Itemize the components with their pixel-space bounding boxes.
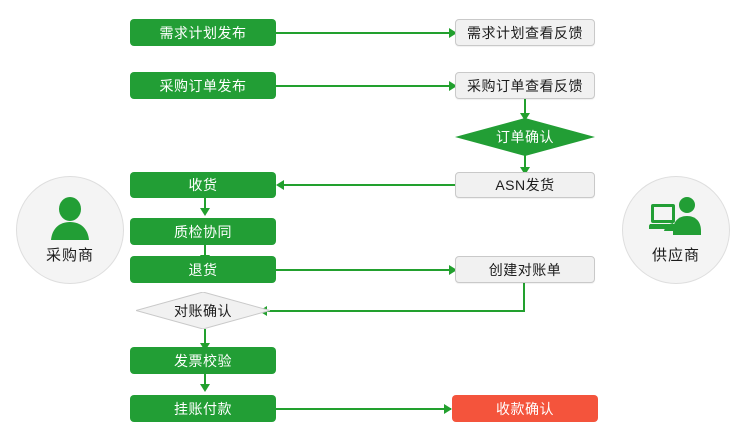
node-invoice-verify[interactable]: 发票校验 xyxy=(130,347,276,374)
edge-po-publish xyxy=(276,85,456,87)
node-statement-confirm[interactable]: 对账确认 xyxy=(136,292,270,329)
edge-confirm-to-invoice xyxy=(204,329,206,347)
edge-invoice-to-payment xyxy=(204,374,206,388)
node-label: 需求计划查看反馈 xyxy=(467,24,583,41)
node-label: 采购订单查看反馈 xyxy=(467,77,583,94)
node-pending-payment[interactable]: 挂账付款 xyxy=(130,395,276,422)
person-icon xyxy=(43,196,97,242)
actor-supplier-label: 供应商 xyxy=(651,246,700,264)
actor-buyer[interactable]: 采购商 xyxy=(16,176,124,284)
edge-qc-to-return xyxy=(204,245,206,259)
edge-asn-to-receipt xyxy=(283,184,455,186)
node-po-feedback[interactable]: 采购订单查看反馈 xyxy=(455,72,595,99)
node-label: ASN发货 xyxy=(495,177,555,193)
edge-invoice-to-payment-arrow xyxy=(200,384,210,392)
node-label: 退货 xyxy=(188,261,218,278)
edge-confirm-to-asn-arrow xyxy=(520,167,530,175)
actor-buyer-label: 采购商 xyxy=(45,246,94,264)
edge-demand-plan-arrow xyxy=(449,28,457,38)
node-label: 质检协同 xyxy=(174,223,232,240)
edge-return-to-statement-arrow xyxy=(449,265,457,275)
node-label: 挂账付款 xyxy=(174,400,232,417)
edge-return-to-statement xyxy=(276,269,456,271)
node-label: 采购订单发布 xyxy=(159,77,247,94)
node-create-statement[interactable]: 创建对账单 xyxy=(455,256,595,283)
node-label: 创建对账单 xyxy=(488,261,562,278)
node-quality-collaboration[interactable]: 质检协同 xyxy=(130,218,276,245)
edge-confirm-to-asn xyxy=(524,155,526,175)
node-label: 订单确认 xyxy=(496,129,554,145)
node-label: 收款确认 xyxy=(496,400,554,417)
diamond-shape-icon xyxy=(136,292,270,329)
node-return-goods[interactable]: 退货 xyxy=(130,256,276,283)
node-label: 对账确认 xyxy=(174,302,232,319)
edge-receipt-to-qc-arrow xyxy=(200,208,210,216)
edge-po-publish-arrow xyxy=(449,81,457,91)
edge-statement-to-confirm xyxy=(266,310,525,312)
edge-demand-plan xyxy=(276,32,456,34)
person-at-computer-icon xyxy=(647,196,703,242)
node-goods-receipt[interactable]: 收货 xyxy=(130,172,276,198)
node-label: 发票校验 xyxy=(174,352,232,369)
node-demand-plan-feedback[interactable]: 需求计划查看反馈 xyxy=(455,19,595,46)
node-order-confirm[interactable]: 订单确认 xyxy=(455,118,595,156)
edge-po-to-confirm xyxy=(524,99,526,121)
node-label: 收货 xyxy=(188,177,218,193)
edge-payment-to-receipt-confirm-arrow xyxy=(444,404,452,414)
edge-asn-to-receipt-arrow xyxy=(276,180,284,190)
edge-receipt-to-qc xyxy=(204,198,206,212)
node-label: 需求计划发布 xyxy=(159,24,247,41)
actor-supplier[interactable]: 供应商 xyxy=(622,176,730,284)
node-po-publish[interactable]: 采购订单发布 xyxy=(130,72,276,99)
diamond-shape-icon xyxy=(455,118,595,156)
node-payment-confirm[interactable]: 收款确认 xyxy=(452,395,598,422)
edge-po-to-confirm-arrow xyxy=(520,113,530,121)
edge-statement-down xyxy=(523,283,525,311)
node-asn-shipment[interactable]: ASN发货 xyxy=(455,172,595,198)
edge-payment-to-receipt-confirm xyxy=(276,408,451,410)
node-demand-plan-publish[interactable]: 需求计划发布 xyxy=(130,19,276,46)
